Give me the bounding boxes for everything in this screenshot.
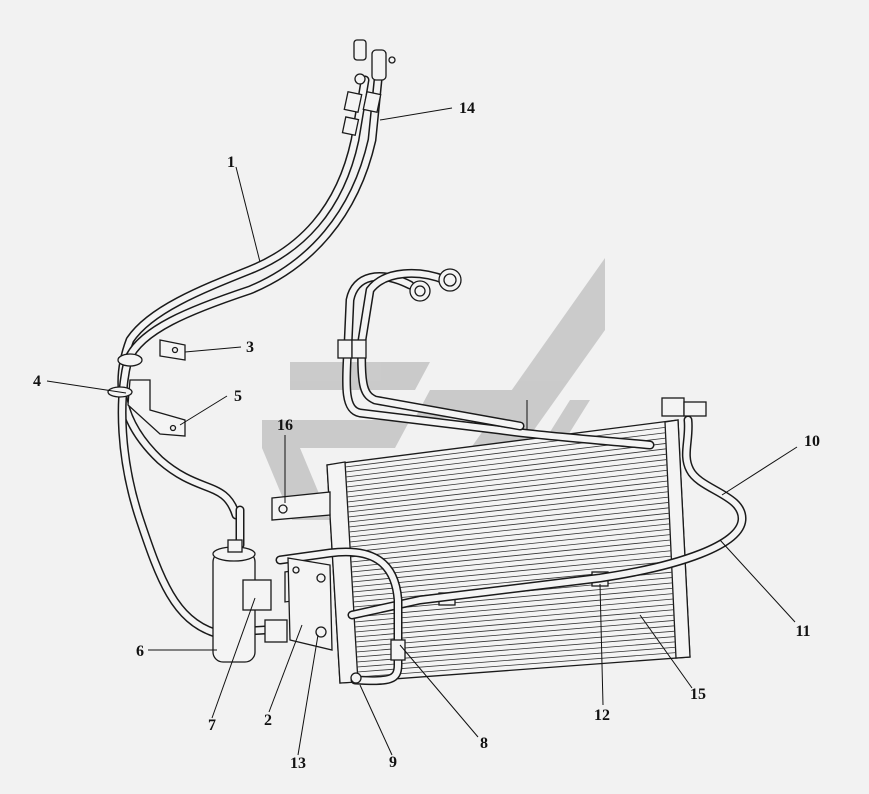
refrigerant-pipes	[117, 39, 747, 686]
fin-line	[349, 496, 669, 533]
fin-line	[356, 625, 675, 653]
callout-3: 3	[246, 339, 254, 356]
fin-line	[347, 475, 668, 513]
fin-line	[346, 443, 667, 483]
callouts: 1 2 3 4 5 6 7 8 9 10 11 12 13 14 15 16	[33, 100, 820, 772]
callout-5: 5	[234, 388, 242, 405]
callout-16: 16	[277, 417, 293, 434]
fin-line	[347, 459, 667, 498]
callout-1: 1	[227, 154, 235, 171]
fin-line	[355, 603, 674, 633]
callout-11: 11	[795, 623, 810, 640]
fin-line	[355, 614, 675, 643]
fin-line	[351, 544, 671, 578]
fin-line	[346, 448, 667, 488]
fin-line	[348, 491, 669, 528]
fin-line	[349, 502, 669, 538]
fin-line	[350, 523, 670, 558]
callout-15: 15	[690, 686, 706, 703]
callout-10: 10	[804, 433, 820, 450]
callout-2: 2	[264, 712, 272, 729]
callout-13: 13	[290, 755, 306, 772]
fin-line	[357, 646, 676, 673]
fin-line	[352, 555, 672, 588]
fin-line	[350, 528, 671, 563]
fin-line	[354, 593, 674, 623]
leader-lines	[46, 107, 798, 756]
callout-12: 12	[594, 707, 610, 724]
callout-6: 6	[136, 643, 144, 660]
fin-line	[355, 620, 675, 648]
fin-line	[351, 534, 671, 568]
fin-line	[357, 652, 676, 678]
fin-line	[348, 485, 669, 523]
fin-line	[349, 512, 670, 548]
fin-line	[347, 469, 668, 508]
fin-line	[356, 636, 676, 663]
callout-9: 9	[389, 754, 397, 771]
fin-line	[356, 630, 675, 658]
fin-line	[346, 453, 667, 493]
callout-8: 8	[480, 735, 488, 752]
mount-bracket	[271, 491, 331, 521]
fin-line	[351, 539, 671, 573]
fin-line	[354, 598, 674, 628]
callout-7: 7	[208, 717, 216, 734]
fin-line	[345, 426, 666, 468]
fin-line	[349, 507, 670, 543]
fin-line	[352, 550, 672, 583]
fin-line	[347, 464, 668, 503]
condenser-core	[326, 419, 691, 684]
fin-line	[354, 587, 673, 618]
fin-line	[348, 480, 668, 518]
fin-line	[357, 641, 676, 668]
callout-4: 4	[33, 373, 41, 390]
callout-14: 14	[459, 100, 475, 117]
fin-line	[355, 609, 674, 638]
fin-line	[350, 518, 670, 553]
fin-line	[352, 561, 672, 593]
